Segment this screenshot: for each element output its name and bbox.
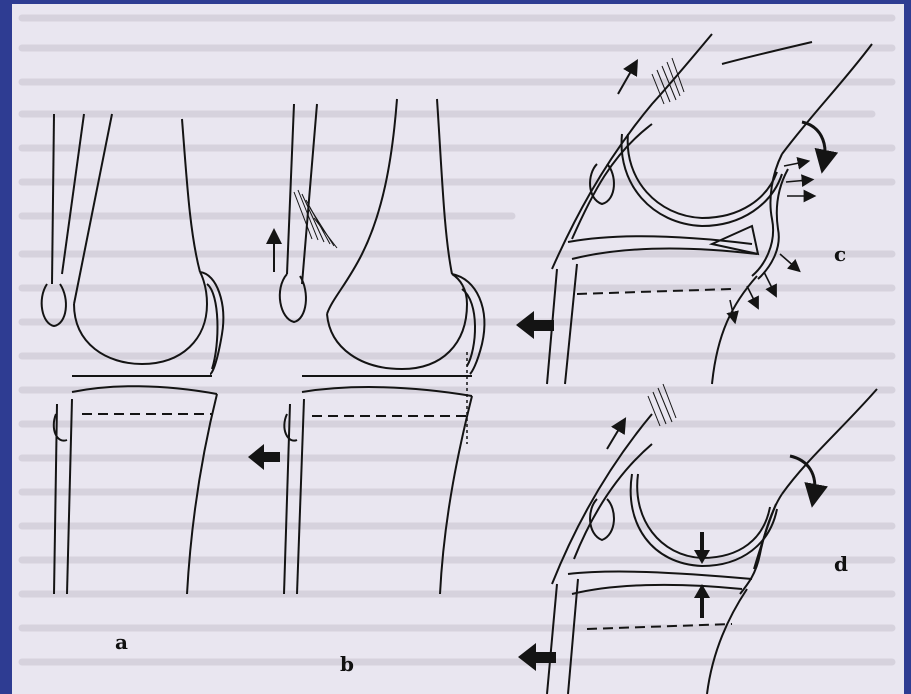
- panel-label-b: b: [340, 652, 354, 676]
- panel-d-hatching: [648, 384, 676, 426]
- panel-d-up-arrow: [607, 424, 622, 449]
- panel-label-d: d: [834, 552, 848, 576]
- knee-diagram: [12, 4, 904, 694]
- panel-d-knee: [547, 389, 877, 694]
- panel-d-curved-arrow: [790, 456, 815, 496]
- panel-b-knee: [280, 99, 485, 594]
- panel-c-curved-arrow: [802, 122, 825, 162]
- scanned-page: a b c d: [12, 4, 904, 694]
- panel-c-left-arrow: [516, 311, 554, 339]
- panel-c-hatching: [652, 58, 684, 104]
- panel-b-left-arrow: [248, 444, 280, 470]
- panel-label-c: c: [834, 242, 846, 266]
- panel-c-up-arrow: [618, 66, 634, 94]
- panel-c-knee: [547, 34, 872, 384]
- panel-a-knee: [42, 114, 224, 594]
- panel-b-hatching: [294, 190, 337, 248]
- panel-label-a: a: [115, 630, 128, 654]
